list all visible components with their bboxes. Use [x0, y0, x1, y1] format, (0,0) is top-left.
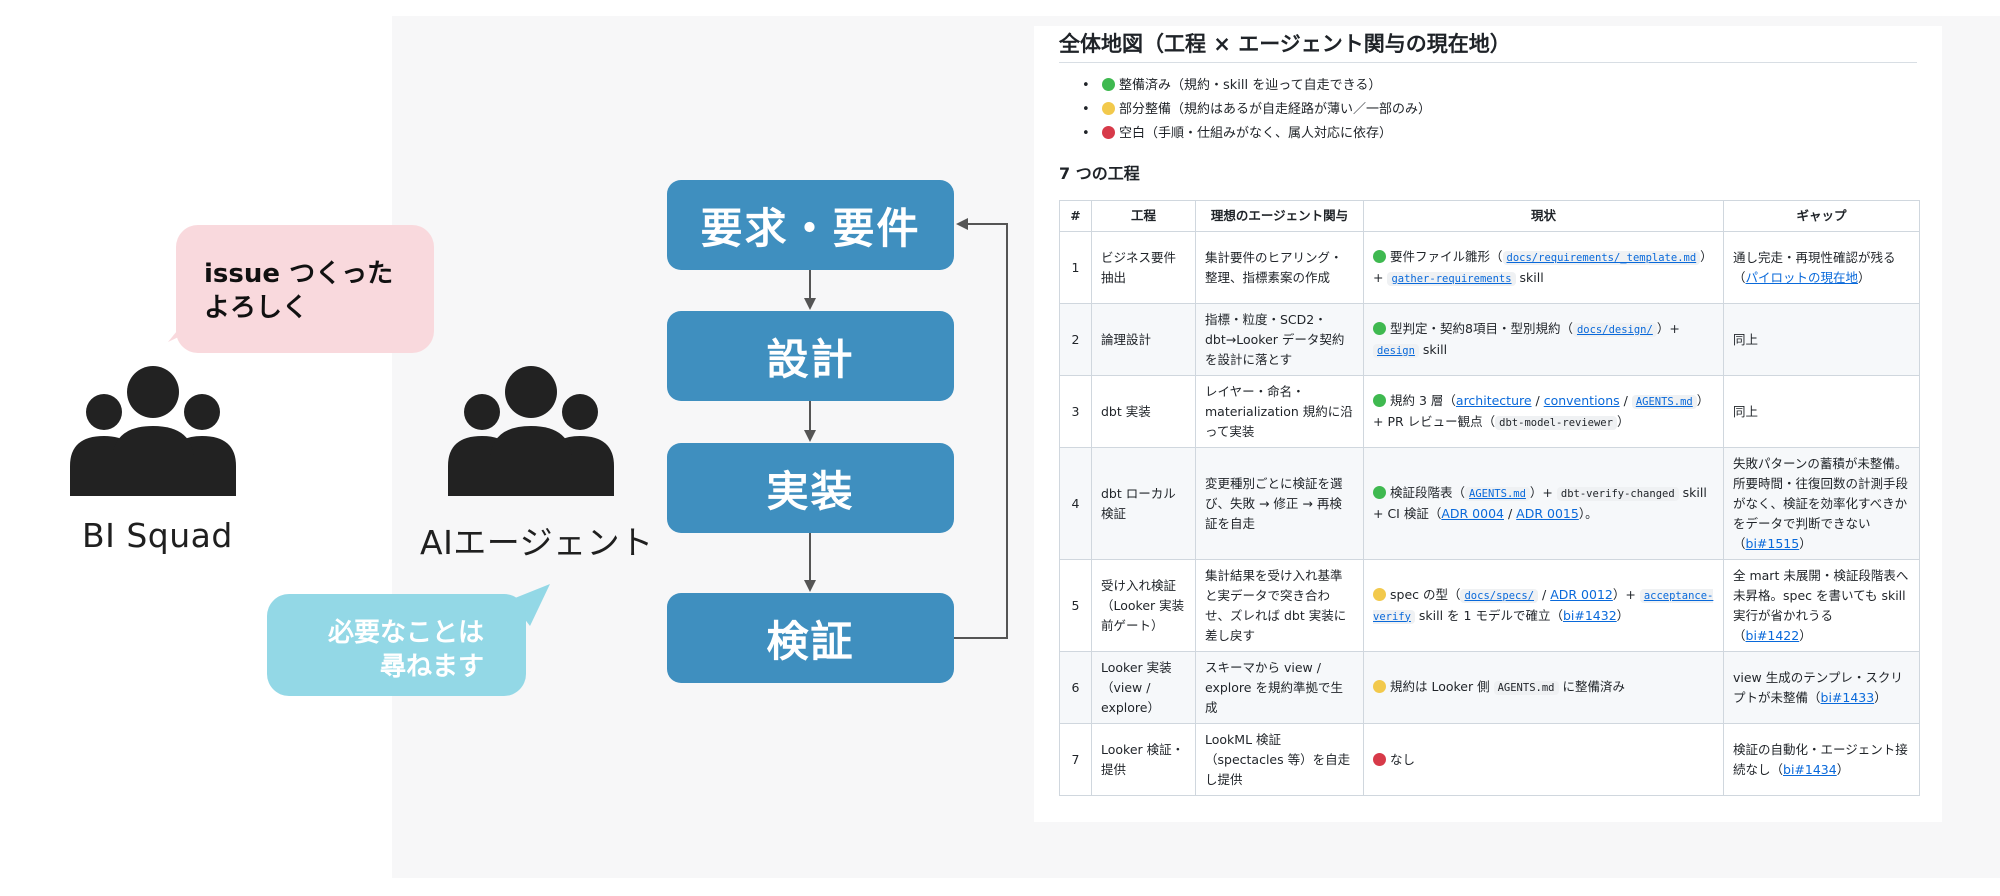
request-speech-bubble: issue つくった よろしく: [176, 225, 434, 353]
legend-item-red: 空白（手順・仕組みがなく、属人対応に依存）: [1082, 122, 1431, 146]
gather-requirements-link[interactable]: gather-requirements: [1387, 271, 1516, 286]
status-legend: 整備済み（規約・skill を辿って自走できる） 部分整備（規約はあるが自走経路…: [1082, 74, 1431, 146]
table-row: 7 Looker 検証・提供 LookML 検証（spectacles 等）を自…: [1059, 723, 1920, 796]
design-skill-link[interactable]: design: [1373, 343, 1419, 358]
green-status-icon: [1373, 249, 1386, 263]
table-row: 4 dbt ローカル検証 変更種別ごとに検証を選び、失敗 → 修正 → 再検証を…: [1059, 447, 1920, 560]
header-process: 工程: [1091, 200, 1196, 232]
ai-agent-label: AIエージェント: [420, 523, 654, 562]
reply-bubble-line2: 尋ねます: [379, 652, 484, 682]
section-title: 7 つの工程: [1059, 164, 1140, 183]
green-status-icon: [1373, 393, 1386, 407]
gap-cell: 同上: [1723, 375, 1920, 448]
adr-0015-link[interactable]: ADR 0015: [1516, 506, 1579, 521]
current-cell: なし: [1363, 723, 1724, 796]
current-cell: 規約 3 層（architecture / conventions / AGEN…: [1363, 375, 1724, 448]
issue-1434-link[interactable]: bi#1434: [1783, 761, 1837, 777]
issue-1422-link[interactable]: bi#1422: [1745, 627, 1800, 643]
legend-item-yellow: 部分整備（規約はあるが自走経路が薄い／一部のみ）: [1082, 98, 1431, 122]
agents-md-link[interactable]: AGENTS.md: [1631, 394, 1697, 409]
green-status-icon: [1373, 486, 1386, 499]
gap-cell: 通し完走・再現性確認が残る（パイロットの現在地）: [1723, 231, 1920, 304]
green-status-icon: [1373, 321, 1386, 335]
current-cell: 型判定・契約8項目・型別規約（docs/design/）+ design ski…: [1363, 303, 1724, 376]
reply-bubble-line1: 必要なことは: [327, 618, 484, 648]
current-cell: 要件ファイル雛形（docs/requirements/_template.md）…: [1363, 231, 1724, 304]
header-num: #: [1059, 200, 1092, 232]
bi-squad-label: BI Squad: [82, 516, 233, 555]
docs-specs-link[interactable]: docs/specs/: [1460, 588, 1539, 603]
issue-1433-link[interactable]: bi#1433: [1820, 689, 1875, 705]
conventions-link[interactable]: conventions: [1543, 392, 1620, 408]
flow-step-design: 設計: [667, 311, 954, 401]
request-bubble-line2: よろしく: [204, 293, 309, 323]
agents-md-code: AGENTS.md: [1493, 681, 1559, 695]
dbt-model-reviewer-code: dbt-model-reviewer: [1495, 415, 1617, 430]
bi-squad-group-icon: [70, 366, 236, 496]
adr-0012-link[interactable]: ADR 0012: [1550, 586, 1613, 602]
flow-step-requirements: 要求・要件: [667, 180, 954, 270]
title-divider: [1059, 62, 1917, 63]
gap-cell: 失敗パターンの蓄積が未整備。所要時間・往復回数の計測手段がなく、検証を効率化すべ…: [1723, 447, 1920, 560]
issue-1515-link[interactable]: bi#1515: [1745, 535, 1800, 551]
legend-item-green: 整備済み（規約・skill を辿って自走できる）: [1082, 74, 1431, 98]
request-bubble-line1: つくった: [280, 259, 394, 289]
red-status-icon: [1102, 126, 1115, 139]
template-file-link[interactable]: docs/requirements/_template.md: [1502, 250, 1701, 265]
header-ideal: 理想のエージェント関与: [1195, 200, 1364, 232]
yellow-status-icon: [1373, 680, 1386, 693]
yellow-status-icon: [1102, 102, 1115, 115]
table-row: 2 論理設計 指標・粒度・SCD2・dbt→Looker データ契約を設計に落と…: [1059, 303, 1920, 376]
agents-md-link[interactable]: AGENTS.md: [1465, 487, 1530, 501]
ai-agent-group-icon: [448, 366, 614, 496]
current-cell: 規約は Looker 側 AGENTS.md に整備済み: [1363, 651, 1724, 724]
flow-step-implementation: 実装: [667, 443, 954, 533]
request-bubble-bold: issue: [204, 259, 281, 289]
process-map-document: 全体地図（工程 × エージェント関与の現在地） 整備済み（規約・skill を辿…: [1034, 26, 1942, 822]
reply-speech-bubble: 必要なことは 尋ねます: [267, 594, 526, 696]
yellow-status-icon: [1373, 587, 1386, 601]
gap-cell: view 生成のテンプレ・スクリプトが未整備（bi#1433）: [1723, 651, 1920, 724]
table-row: 6 Looker 実装（view / explore） スキーマから view …: [1059, 651, 1920, 724]
docs-design-link[interactable]: docs/design/: [1572, 322, 1657, 337]
current-cell: 検証段階表（AGENTS.md）+ dbt-verify-changed ski…: [1363, 447, 1724, 560]
issue-1432-link[interactable]: bi#1432: [1562, 607, 1617, 623]
pilot-status-link[interactable]: パイロットの現在地: [1745, 269, 1859, 285]
table-header-row: # 工程 理想のエージェント関与 現状 ギャップ: [1059, 200, 1920, 232]
adr-0004-link[interactable]: ADR 0004: [1441, 506, 1504, 521]
header-gap: ギャップ: [1723, 200, 1920, 232]
header-current: 現状: [1363, 200, 1724, 232]
table-row: 5 受け入れ検証（Looker 実装前ゲート） 集計結果を受け入れ基準と実データ…: [1059, 559, 1920, 652]
gap-cell: 検証の自動化・エージェント接続なし（bi#1434）: [1723, 723, 1920, 796]
table-row: 3 dbt 実装 レイヤー・命名・materialization 規約に沿って実…: [1059, 375, 1920, 448]
green-status-icon: [1102, 78, 1115, 91]
table-row: 1 ビジネス要件抽出 集計要件のヒアリング・整理、指標素案の作成 要件ファイル雛…: [1059, 231, 1920, 304]
doc-title: 全体地図（工程 × エージェント関与の現在地）: [1059, 32, 1511, 56]
dbt-verify-changed-code: dbt-verify-changed: [1556, 487, 1679, 501]
flow-step-verification: 検証: [667, 593, 954, 683]
gap-cell: 同上: [1723, 303, 1920, 376]
current-cell: spec の型（docs/specs/ / ADR 0012）+ accepta…: [1363, 559, 1724, 652]
process-table: # 工程 理想のエージェント関与 現状 ギャップ 1 ビジネス要件抽出 集計要件…: [1059, 200, 1920, 796]
gap-cell: 全 mart 未展開・検証段階表へ未昇格。spec を書いても skill 実行…: [1723, 559, 1920, 652]
red-status-icon: [1373, 752, 1386, 766]
architecture-link[interactable]: architecture: [1455, 392, 1532, 408]
